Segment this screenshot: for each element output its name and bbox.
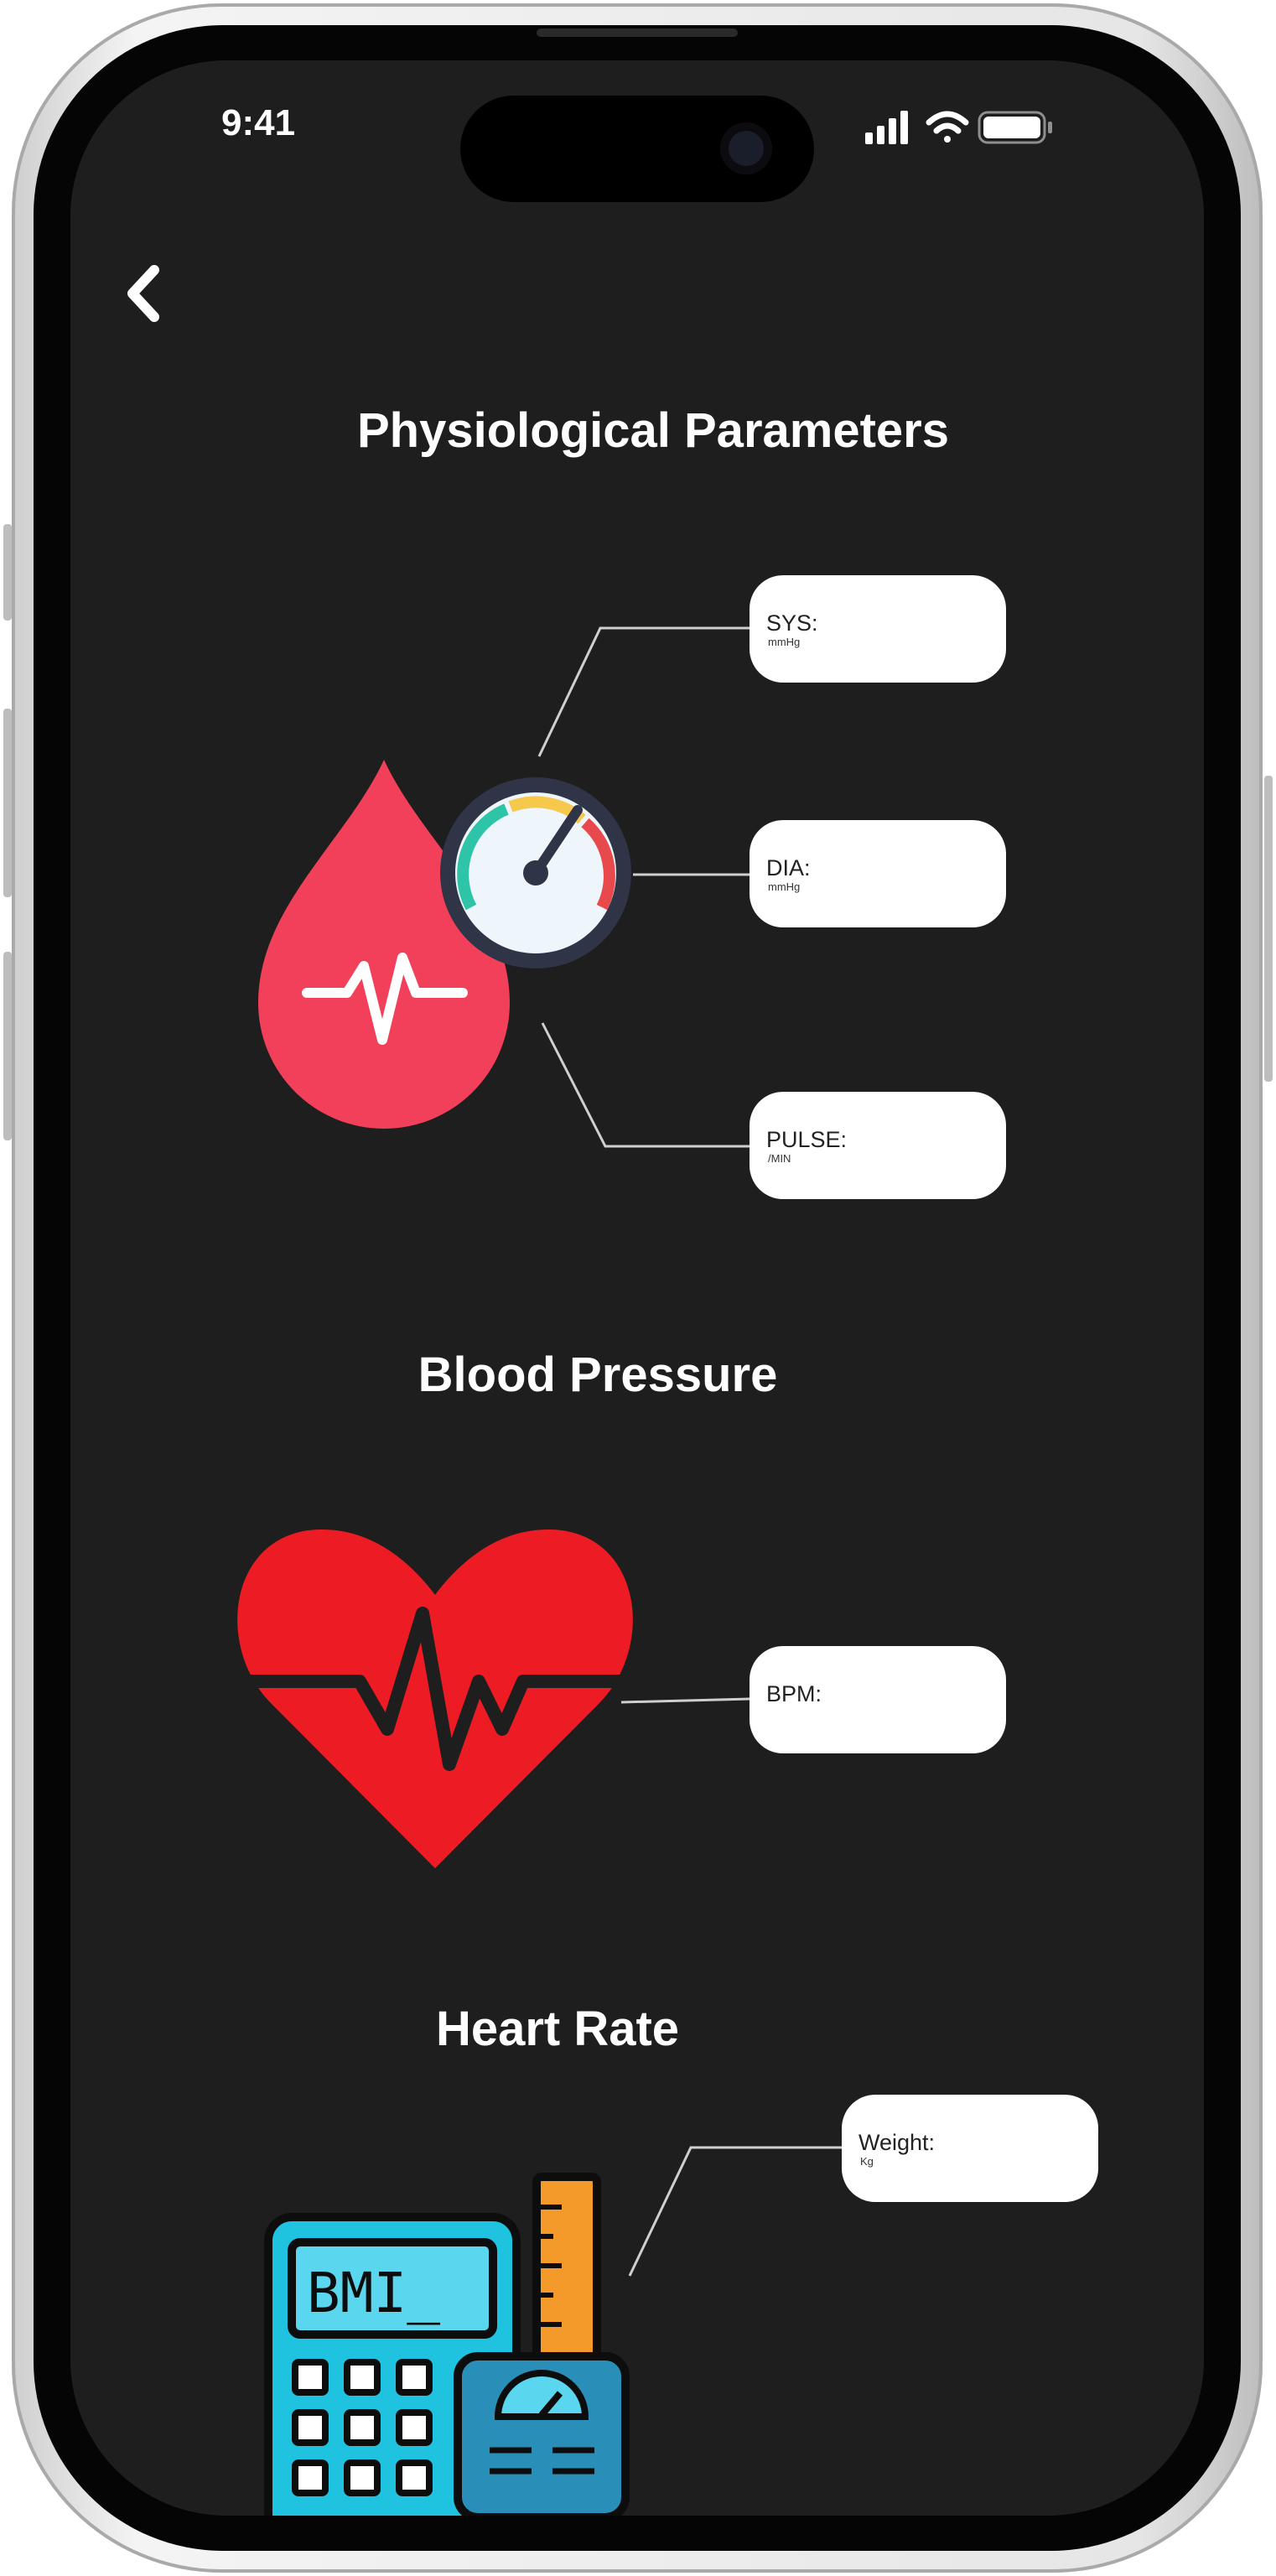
chevron-left-icon xyxy=(127,265,159,322)
page-title: Physiological Parameters xyxy=(357,403,949,458)
volume-down-button xyxy=(3,952,12,1140)
dynamic-island xyxy=(460,96,814,202)
weight-unit: Kg xyxy=(860,2155,874,2168)
status-icons xyxy=(865,111,1052,144)
blood-drop-icon xyxy=(258,760,510,1129)
screen: 9:41 Physiological Parameters xyxy=(70,60,1204,2516)
bmi-icon: BMI_ xyxy=(264,2173,630,2516)
sys-field[interactable]: SYS: mmHg xyxy=(750,575,1006,683)
dia-field[interactable]: DIA: mmHg xyxy=(750,820,1006,927)
bpm-label: BPM: xyxy=(766,1681,822,1706)
pulse-label: PULSE: xyxy=(766,1127,848,1152)
camera-icon xyxy=(720,122,772,174)
weight-field[interactable]: Weight: Kg xyxy=(842,2095,1098,2202)
speaker-grille xyxy=(537,29,738,37)
sys-label: SYS: xyxy=(766,610,818,636)
connector-lines xyxy=(537,626,842,2277)
bpm-field[interactable]: BPM: xyxy=(750,1646,1006,1753)
dia-unit: mmHg xyxy=(768,880,801,893)
gauge-icon xyxy=(440,777,631,969)
power-button xyxy=(1264,776,1273,1082)
pulse-unit: /MIN xyxy=(768,1152,791,1165)
volume-up-button xyxy=(3,709,12,897)
heart-rate-heading: Heart Rate xyxy=(435,2002,680,2056)
mute-switch xyxy=(3,524,12,621)
dia-label: DIA: xyxy=(766,855,811,880)
weight-label: Weight: xyxy=(858,2130,936,2155)
illustrations: BMI_ xyxy=(237,626,842,2516)
battery-icon xyxy=(978,111,1052,144)
status-time: 9:41 xyxy=(221,102,296,143)
pulse-field[interactable]: PULSE: /MIN xyxy=(750,1092,1006,1199)
signal-icon xyxy=(865,111,908,144)
back-button[interactable] xyxy=(119,262,169,329)
sys-unit: mmHg xyxy=(768,636,801,648)
blood-pressure-heading: Blood Pressure xyxy=(418,1348,778,1402)
bmi-display-text: BMI_ xyxy=(307,2261,440,2325)
wifi-icon xyxy=(926,111,969,143)
heart-icon xyxy=(237,1530,633,1868)
